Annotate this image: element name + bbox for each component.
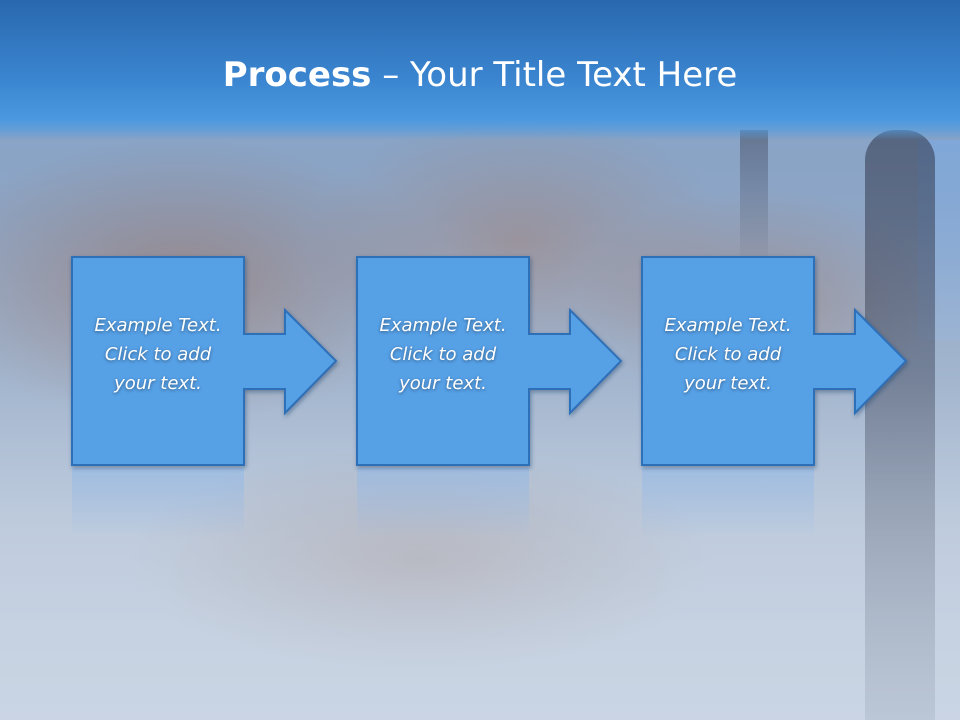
background-tree-branch — [740, 130, 768, 270]
step-reflections — [72, 468, 814, 538]
step-3-text[interactable]: Example Text. Click to add your text. — [642, 311, 814, 398]
title-rest: – Your Title Text Here — [371, 55, 738, 95]
step-3-line-3: your text. — [684, 373, 772, 394]
step-2-line-1: Example Text. — [379, 315, 507, 336]
title-bar — [0, 0, 960, 140]
step-1-reflection — [72, 468, 244, 538]
step-1-line-1: Example Text. — [94, 315, 222, 336]
title-bold: Process — [222, 55, 372, 95]
step-2-reflection — [357, 468, 529, 538]
step-3-shape[interactable] — [641, 256, 908, 466]
step-2-line-3: your text. — [399, 373, 487, 394]
step-1-text[interactable]: Example Text. Click to add your text. — [72, 311, 244, 398]
step-2-text[interactable]: Example Text. Click to add your text. — [357, 311, 529, 398]
step-1-shape[interactable] — [71, 256, 338, 466]
step-3-reflection — [642, 468, 814, 538]
step-3-line-2: Click to add — [674, 344, 782, 365]
step-1-line-3: your text. — [114, 373, 202, 394]
step-1-line-2: Click to add — [104, 344, 212, 365]
slide-title[interactable]: Process – Your Title Text Here — [0, 54, 960, 96]
step-2-line-2: Click to add — [389, 344, 497, 365]
step-2-shape[interactable] — [356, 256, 623, 466]
step-3-line-1: Example Text. — [664, 315, 792, 336]
